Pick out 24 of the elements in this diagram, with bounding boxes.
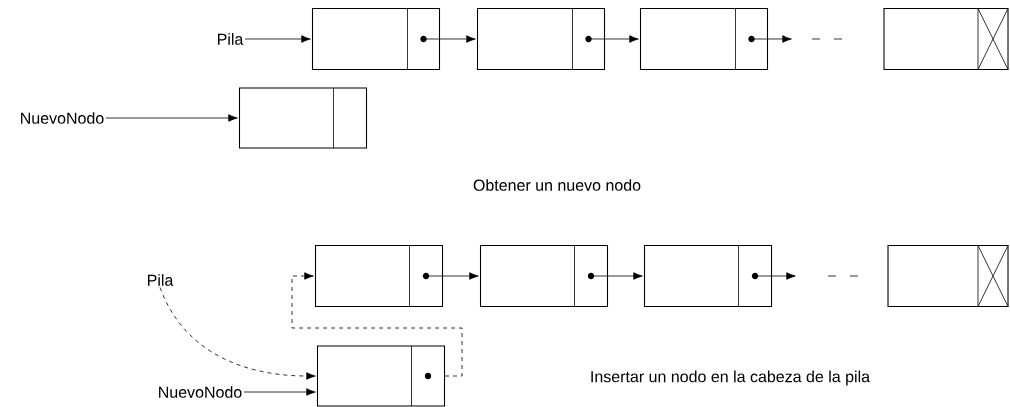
- pointer-name: Pila: [218, 33, 244, 45]
- arrow: [291, 272, 463, 377]
- pointer-name: NuevoNodo: [159, 386, 242, 398]
- arrow: [159, 287, 316, 380]
- list-node-box: [314, 244, 444, 308]
- list-node-box: [316, 345, 446, 407]
- list-node-box: [479, 244, 609, 308]
- caption-text: Obtener un nuevo nodo: [473, 179, 641, 191]
- arrow: [588, 35, 639, 43]
- pointer-name: NuevoNodo: [21, 112, 104, 124]
- caption-text: Insertar un nodo en la cabeza de la pila: [591, 370, 871, 386]
- list-node-box: [238, 87, 368, 149]
- arrow: [751, 35, 792, 43]
- arrow: [105, 114, 238, 122]
- list-node-box: [311, 7, 441, 71]
- list-node-box: [643, 244, 773, 308]
- arrow: [423, 35, 476, 43]
- list-node-box: [887, 244, 1009, 308]
- list-node-box: [476, 7, 606, 71]
- pointer-name: Pila: [148, 274, 174, 286]
- list-node-box: [883, 7, 1009, 71]
- list-node-box: [639, 7, 769, 71]
- arrow: [243, 388, 316, 396]
- arrow: [244, 35, 311, 43]
